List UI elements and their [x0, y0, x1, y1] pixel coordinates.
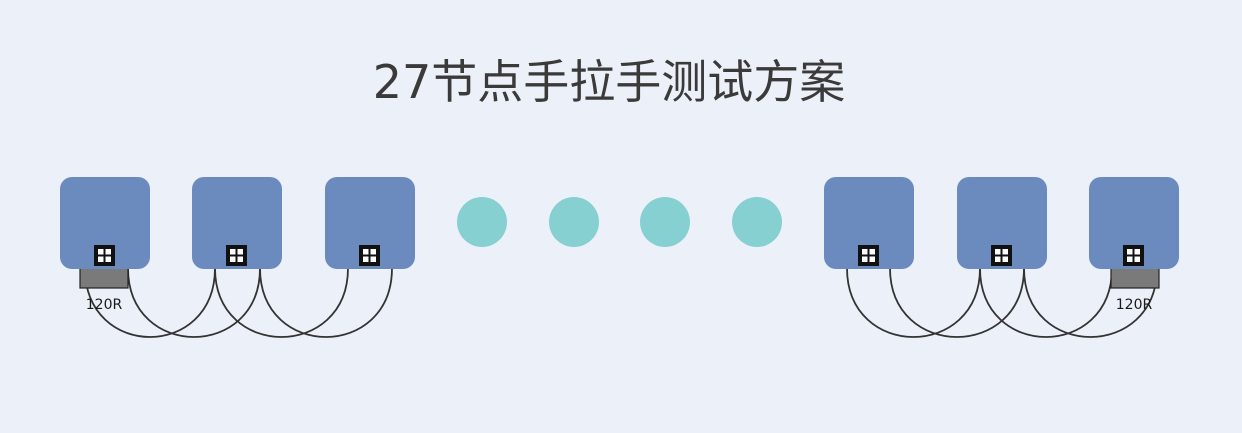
device-node	[60, 177, 150, 269]
device-node	[1089, 177, 1179, 269]
wire-left-2	[127, 267, 261, 338]
terminator-resistor-left	[79, 265, 129, 289]
connector-icon	[991, 245, 1012, 266]
ellipsis-dot	[640, 197, 690, 247]
device-node	[325, 177, 415, 269]
connector-icon	[94, 245, 115, 266]
wire-left-1	[84, 267, 216, 338]
wire-left-3	[214, 267, 349, 338]
connector-icon	[359, 245, 380, 266]
diagram-title: 27节点手拉手测试方案	[372, 55, 846, 109]
ellipsis-dot	[549, 197, 599, 247]
terminator-label-left: 120R	[86, 297, 123, 313]
device-node	[957, 177, 1047, 269]
wire-right-2	[889, 267, 1025, 338]
connector-icon	[226, 245, 247, 266]
wire-left-4	[259, 267, 393, 338]
connector-icon	[1123, 245, 1144, 266]
wire-right-1	[846, 267, 981, 338]
terminator-resistor-right	[1110, 265, 1160, 289]
device-node	[824, 177, 914, 269]
wire-right-3	[979, 267, 1113, 338]
ellipsis-dot	[457, 197, 507, 247]
ellipsis-dot	[732, 197, 782, 247]
connector-icon	[858, 245, 879, 266]
wire-right-4	[1023, 267, 1158, 338]
terminator-label-right: 120R	[1116, 297, 1153, 313]
device-node	[192, 177, 282, 269]
